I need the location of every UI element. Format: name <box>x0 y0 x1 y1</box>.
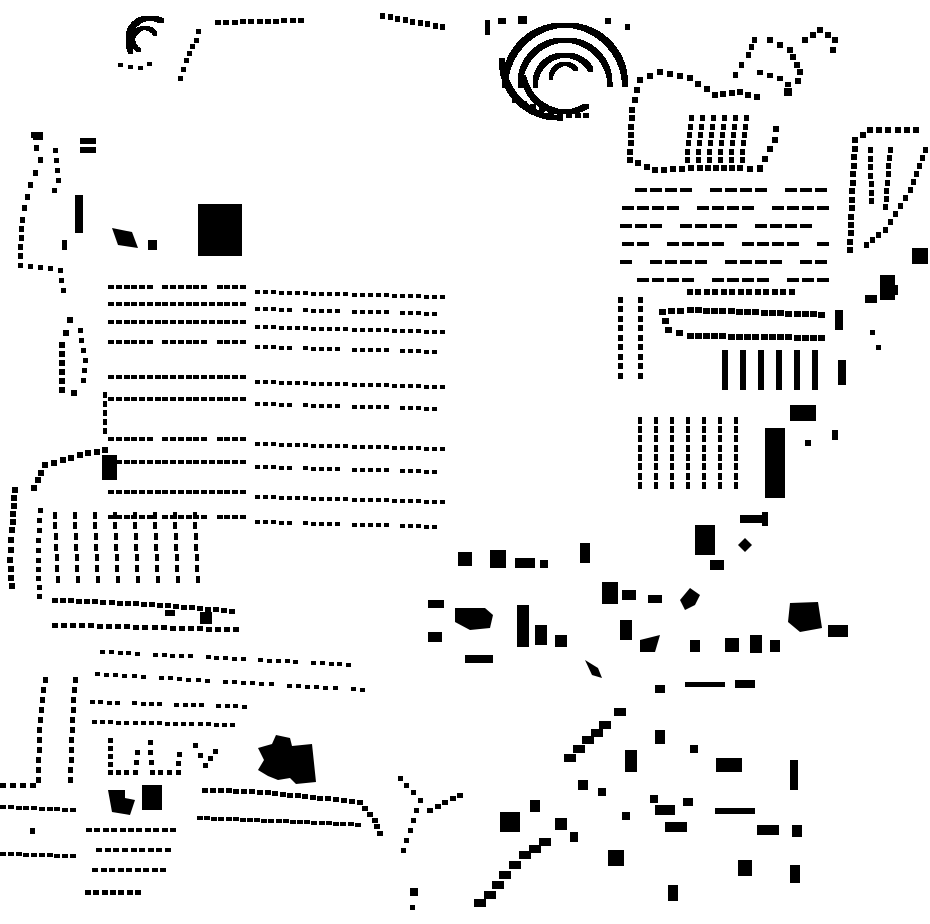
house <box>440 24 445 30</box>
house <box>499 58 505 63</box>
house <box>574 67 578 71</box>
house <box>190 44 195 49</box>
house <box>181 67 186 72</box>
house <box>622 82 628 87</box>
house <box>298 18 304 23</box>
house <box>118 63 123 67</box>
house <box>147 62 152 66</box>
house <box>184 58 189 63</box>
house <box>608 82 613 87</box>
house <box>290 18 296 23</box>
house <box>223 20 229 25</box>
house <box>380 13 385 19</box>
house <box>128 65 133 69</box>
house <box>196 29 201 34</box>
house <box>418 20 423 26</box>
house <box>425 21 430 27</box>
house <box>273 19 279 24</box>
building-footprints <box>0 13 928 910</box>
house <box>194 38 199 43</box>
house <box>403 17 408 23</box>
house <box>588 67 593 72</box>
house <box>178 76 183 81</box>
house <box>388 14 393 20</box>
house <box>153 32 157 36</box>
house <box>410 19 415 25</box>
house <box>232 20 238 25</box>
house <box>187 51 192 56</box>
house <box>215 20 221 25</box>
house <box>257 19 263 24</box>
house <box>265 19 271 24</box>
house <box>248 19 254 24</box>
house <box>433 23 438 29</box>
house <box>240 19 246 24</box>
house <box>395 16 400 22</box>
house <box>138 66 143 70</box>
house <box>281 18 287 23</box>
house <box>159 18 164 23</box>
